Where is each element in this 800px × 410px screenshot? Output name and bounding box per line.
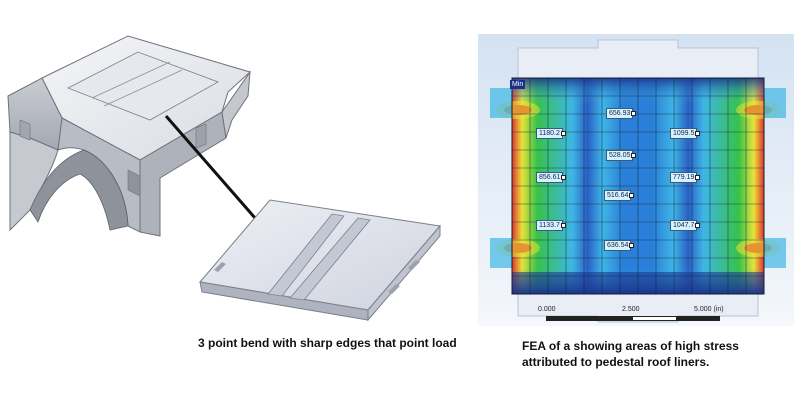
- pedestal-liner-part: [7, 35, 251, 237]
- probe-label: 1180.2: [536, 128, 566, 139]
- scale-tick-label: 2.500: [622, 306, 640, 313]
- probe-label: 1133.7: [536, 220, 566, 231]
- probe-label: 636.54: [604, 240, 635, 251]
- scale-bar: [546, 316, 720, 321]
- right-caption-line-1: FEA of a showing areas of high stress: [522, 339, 739, 353]
- fea-contour-plot: [478, 34, 794, 326]
- probe-label: 856.61: [536, 172, 567, 183]
- probe-label: 528.05: [606, 150, 637, 161]
- flat-plate-part: [199, 199, 441, 322]
- probe-label: 779.19: [670, 172, 701, 183]
- scale-tick-label: 0.000: [538, 306, 556, 313]
- fea-panel: Min 656.93 1180.2 1099.5 528.05 856.61 7…: [478, 34, 794, 326]
- probe-label: 1047.7: [670, 220, 701, 231]
- right-caption-line-2: attributed to pedestal roof liners.: [522, 355, 710, 369]
- legend-min-tag: Min: [510, 80, 526, 89]
- scale-tick-label: 5.000 (in): [694, 306, 724, 313]
- left-caption: 3 point bend with sharp edges that point…: [198, 336, 457, 350]
- probe-label: 656.93: [606, 108, 637, 119]
- probe-label: 1099.5: [670, 128, 701, 139]
- pedestal-liner-illustration: [7, 35, 441, 322]
- probe-label: 516.64: [604, 190, 635, 201]
